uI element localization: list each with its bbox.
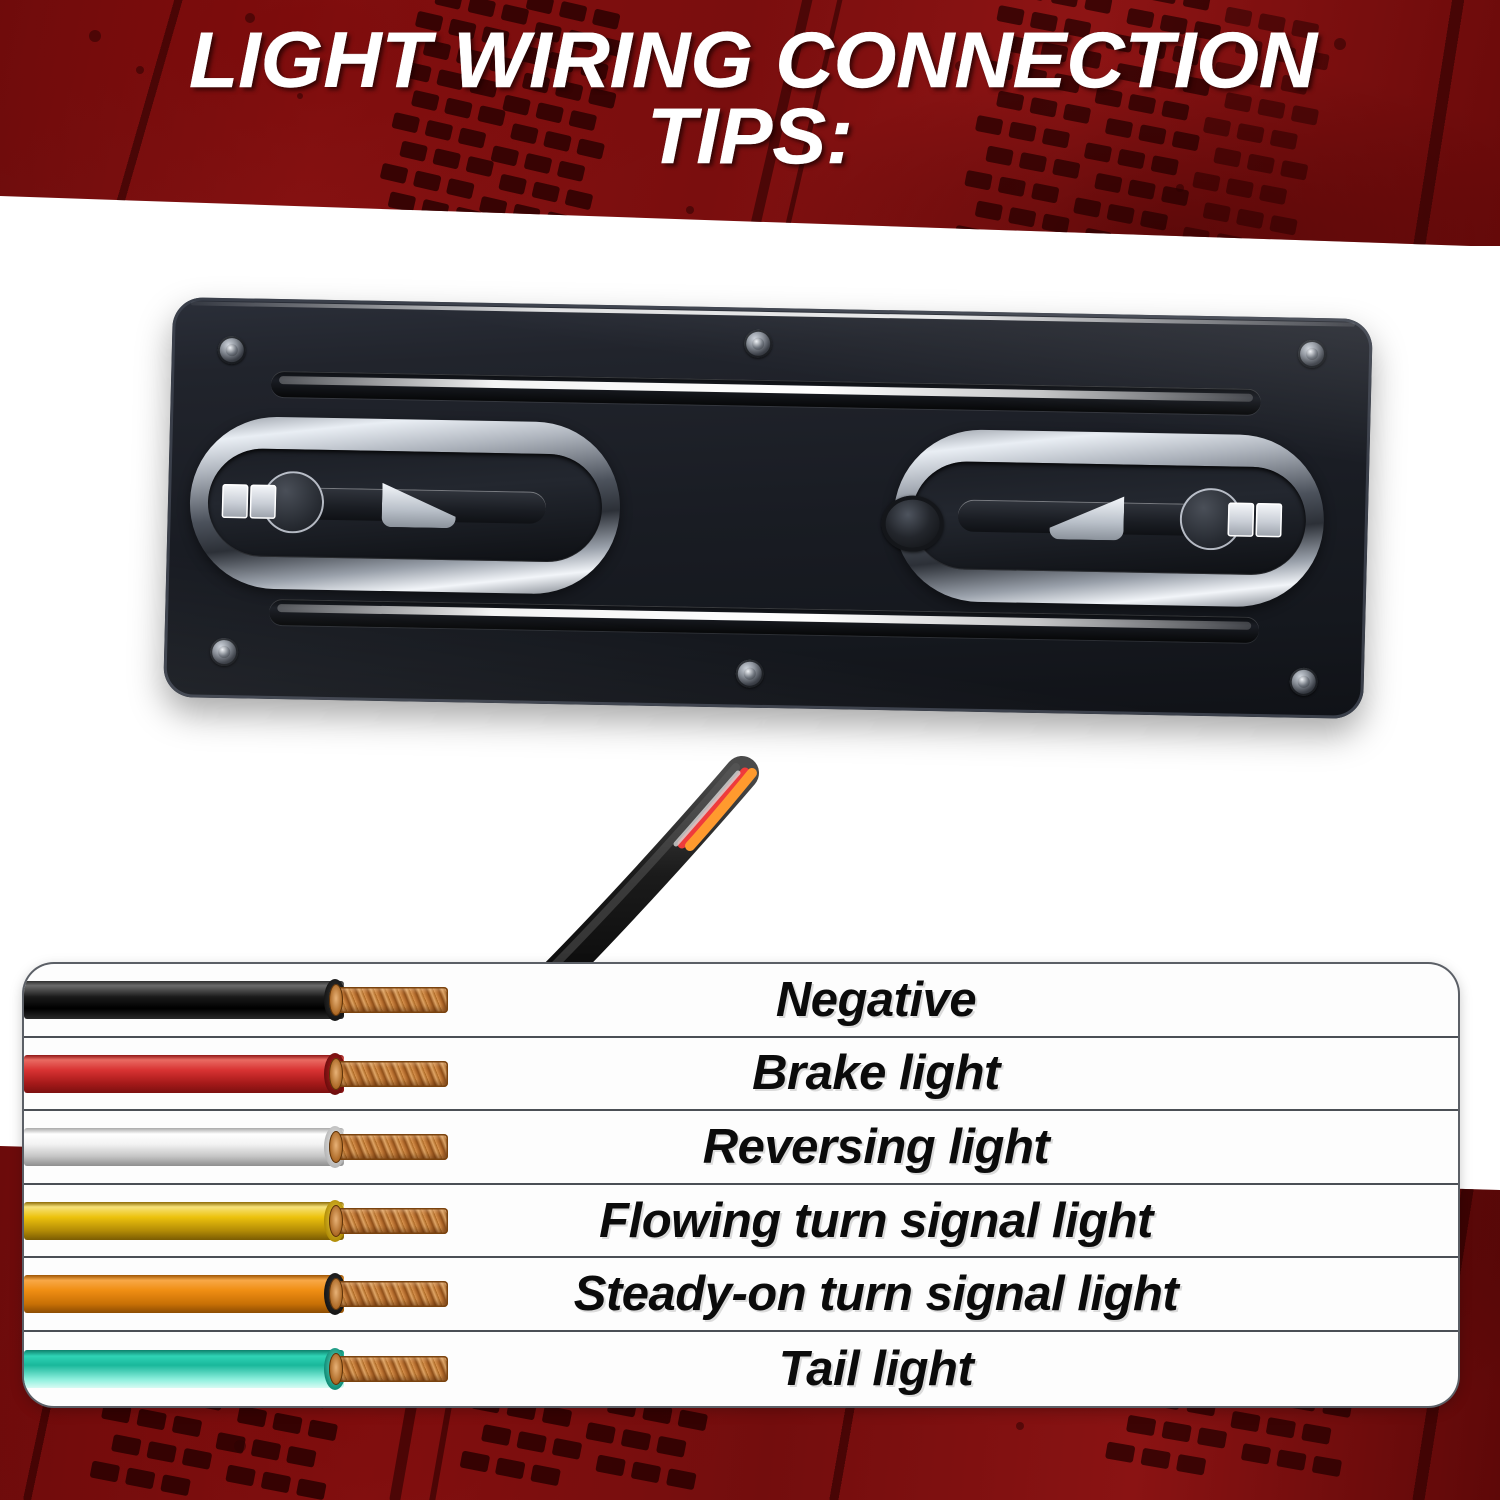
wire-swatch-cell [24,1037,448,1111]
white-wire-icon [24,1128,344,1167]
copper-strands-icon [329,1204,448,1237]
copper-strands-icon [329,1278,448,1311]
lamp-body [163,297,1373,719]
lower-light-strip [268,598,1260,644]
legend-label: Steady-on turn signal light [573,1267,1179,1322]
page-title: LIGHT WIRING CONNECTION TIPS: [0,0,1500,200]
page-title-line-2: TIPS: [647,91,853,180]
wire-swatch-cell [24,1257,448,1331]
copper-strands-icon [329,984,448,1016]
mounting-screw [735,659,765,688]
page-title-line-1: LIGHT WIRING CONNECTION [189,15,1318,104]
wire-swatch-cell [24,964,448,1037]
mounting-screw [217,335,247,365]
copper-strands-icon [329,1057,448,1090]
product-photo [0,246,1500,1204]
header-tread-marks [89,0,1465,247]
right-lamp-housing [891,428,1326,609]
tail-light-unit [163,297,1373,728]
legend-label: Tail light [778,1341,974,1396]
legend-row[interactable]: Flowing turn signal light [24,1185,1458,1259]
legend-label: Negative [775,972,977,1027]
orange-wire-icon [24,1275,344,1314]
legend-label: Brake light [752,1046,1000,1101]
legend-label: Reversing light [702,1119,1050,1174]
wire-swatch-cell [24,1332,448,1406]
teal-wire-icon [24,1349,344,1388]
copper-strands-icon [329,1131,448,1164]
bezel-highlight [190,301,1355,327]
mounting-screw [743,329,773,359]
mounting-screw [1297,339,1327,369]
legend-row[interactable]: Tail light [24,1332,1458,1406]
legend-row[interactable]: Steady-on turn signal light [24,1258,1458,1332]
wire-swatch-cell [24,1184,448,1258]
wire-legend-panel: Negative Brake light Reversing light [24,964,1458,1406]
legend-row[interactable]: Negative [24,964,1458,1038]
legend-label: Flowing turn signal light [599,1193,1153,1248]
left-lamp-housing [187,415,623,596]
copper-strands-icon [329,1352,448,1385]
yellow-wire-icon [24,1201,344,1240]
header-banner: LIGHT WIRING CONNECTION TIPS: [0,0,1500,247]
red-wire-icon [24,1054,344,1093]
legend-row[interactable]: Brake light [24,1038,1458,1112]
black-wire-icon [24,981,344,1019]
right-reflector-glyph [923,475,1285,562]
upper-light-strip [270,370,1262,416]
wire-swatch-cell [24,1110,448,1184]
left-reflector-glyph [219,462,581,549]
mounting-screw [209,637,239,667]
mounting-screw [1289,667,1319,697]
legend-row[interactable]: Reversing light [24,1111,1458,1185]
